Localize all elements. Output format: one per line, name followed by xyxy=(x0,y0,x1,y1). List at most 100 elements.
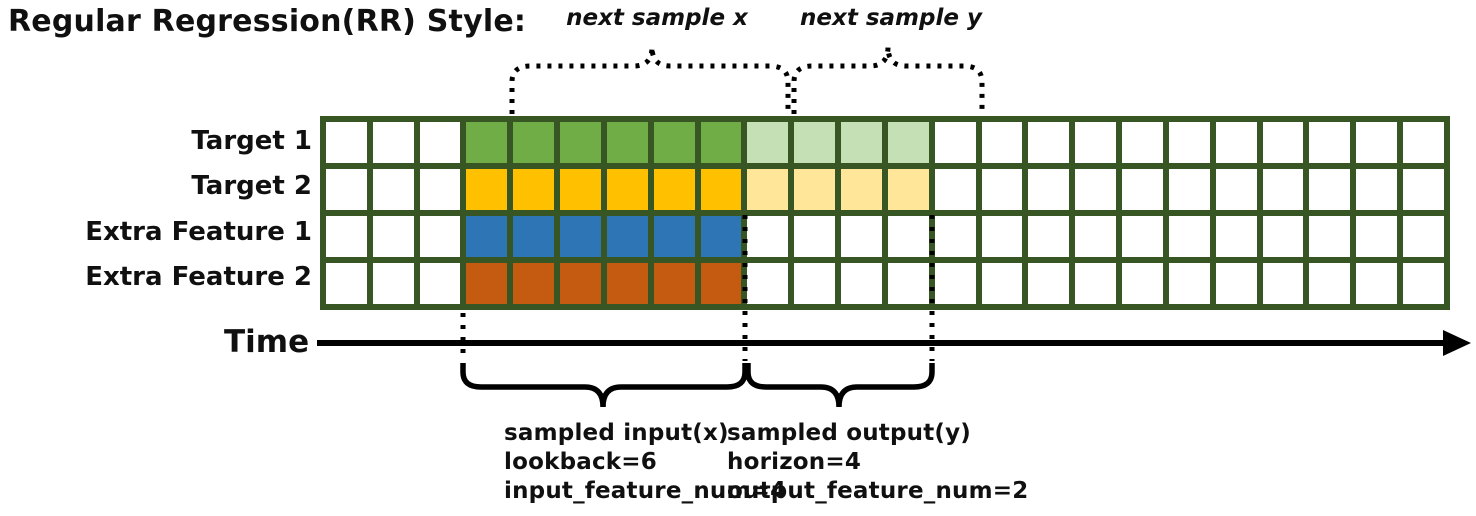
grid-cell xyxy=(1122,122,1163,163)
grid-cell xyxy=(700,122,742,163)
grid-cell xyxy=(1028,169,1070,210)
grid-cell xyxy=(887,216,929,257)
row-label-target-2: Target 2 xyxy=(191,171,312,201)
grid-cell xyxy=(560,263,601,304)
grid-cell xyxy=(419,122,461,163)
grid-cell xyxy=(747,122,789,163)
grid-cell xyxy=(1309,122,1351,163)
grid-cell xyxy=(1403,169,1444,210)
grid-cell xyxy=(700,263,742,304)
grid-cell xyxy=(934,216,976,257)
grid-cell xyxy=(372,122,414,163)
next-sample-x-label: next sample x xyxy=(566,5,748,31)
grid-cell xyxy=(934,122,976,163)
grid-cell xyxy=(1122,263,1163,304)
grid-cell xyxy=(1403,216,1444,257)
time-arrow-head xyxy=(1443,330,1471,356)
grid-cell xyxy=(1028,122,1070,163)
input-feature-num-line: input_feature_num=4 xyxy=(504,478,787,504)
grid-cell xyxy=(513,263,555,304)
grid-cell xyxy=(841,216,882,257)
grid-cell xyxy=(1356,263,1398,304)
grid-cell xyxy=(747,216,789,257)
grid-cell xyxy=(326,122,367,163)
grid-cell xyxy=(653,216,695,257)
grid-cell xyxy=(1215,122,1257,163)
grid-cell xyxy=(1262,263,1304,304)
grid-cell xyxy=(466,263,508,304)
grid-cell xyxy=(1356,122,1398,163)
grid-cell xyxy=(1215,216,1257,257)
grid-cell xyxy=(1309,216,1351,257)
grid-cell xyxy=(653,263,695,304)
grid-cell xyxy=(794,263,836,304)
grid-cell xyxy=(1028,263,1070,304)
sampled-input-annotation: sampled input(x) lookback=6 input_featur… xyxy=(504,419,786,506)
grid-cell xyxy=(1403,122,1444,163)
row-label-extra-feature-2: Extra Feature 2 xyxy=(85,262,312,292)
grid-cell xyxy=(372,216,414,257)
grid-cell xyxy=(326,216,367,257)
grid-cell xyxy=(887,263,929,304)
sampled-output-line: sampled output(y) xyxy=(727,420,972,446)
grid-cell xyxy=(1075,216,1117,257)
grid-cell xyxy=(513,122,555,163)
grid-cell xyxy=(466,216,508,257)
grid-cell xyxy=(1403,263,1444,304)
grid-cell xyxy=(1309,263,1351,304)
output-feature-num-line: output_feature_num=2 xyxy=(727,478,1029,504)
grid-cell xyxy=(1075,263,1117,304)
grid-cell xyxy=(466,122,508,163)
sampled-input-line: sampled input(x) xyxy=(504,420,729,446)
row-label-target-1: Target 1 xyxy=(191,126,312,156)
grid-cell xyxy=(513,216,555,257)
grid-cell xyxy=(326,169,367,210)
grid-cell xyxy=(1075,122,1117,163)
grid-cell xyxy=(1122,169,1163,210)
grid-cell xyxy=(419,263,461,304)
grid-cell xyxy=(887,169,929,210)
grid-cell xyxy=(513,169,555,210)
grid-cell xyxy=(606,169,648,210)
grid-cell xyxy=(1168,122,1210,163)
grid-cell xyxy=(326,263,367,304)
grid-cell xyxy=(372,263,414,304)
grid-cell xyxy=(1215,169,1257,210)
page-title: Regular Regression(RR) Style: xyxy=(8,4,527,39)
grid-cell xyxy=(841,169,882,210)
grid-cell xyxy=(1168,169,1210,210)
grid-cell xyxy=(981,263,1023,304)
grid-cell xyxy=(747,263,789,304)
grid-cell xyxy=(419,169,461,210)
grid-cell xyxy=(1262,216,1304,257)
grid-cell xyxy=(934,263,976,304)
grid-cell xyxy=(1309,169,1351,210)
grid-cell xyxy=(606,263,648,304)
grid-cell xyxy=(981,169,1023,210)
grid-cell xyxy=(419,216,461,257)
grid-cell xyxy=(1168,263,1210,304)
sampled-input-brace xyxy=(460,363,748,408)
time-axis-label: Time xyxy=(224,324,310,360)
grid-cell xyxy=(887,122,929,163)
grid-cell xyxy=(653,122,695,163)
row-label-extra-feature-1: Extra Feature 1 xyxy=(85,217,312,247)
grid-cell xyxy=(794,169,836,210)
grid-cell xyxy=(841,122,882,163)
grid-cell xyxy=(1215,263,1257,304)
grid-cell xyxy=(1262,169,1304,210)
grid-cell xyxy=(560,169,601,210)
sampled-output-brace xyxy=(745,363,935,408)
grid-cell xyxy=(560,122,601,163)
grid-cell xyxy=(1356,169,1398,210)
grid-cell xyxy=(1262,122,1304,163)
grid-cell xyxy=(981,216,1023,257)
grid-cell xyxy=(1356,216,1398,257)
grid-cell xyxy=(1028,216,1070,257)
grid-cell xyxy=(794,122,836,163)
grid-cell xyxy=(794,216,836,257)
grid-cell xyxy=(653,169,695,210)
grid-cell xyxy=(606,216,648,257)
sample-grid xyxy=(320,116,1450,310)
